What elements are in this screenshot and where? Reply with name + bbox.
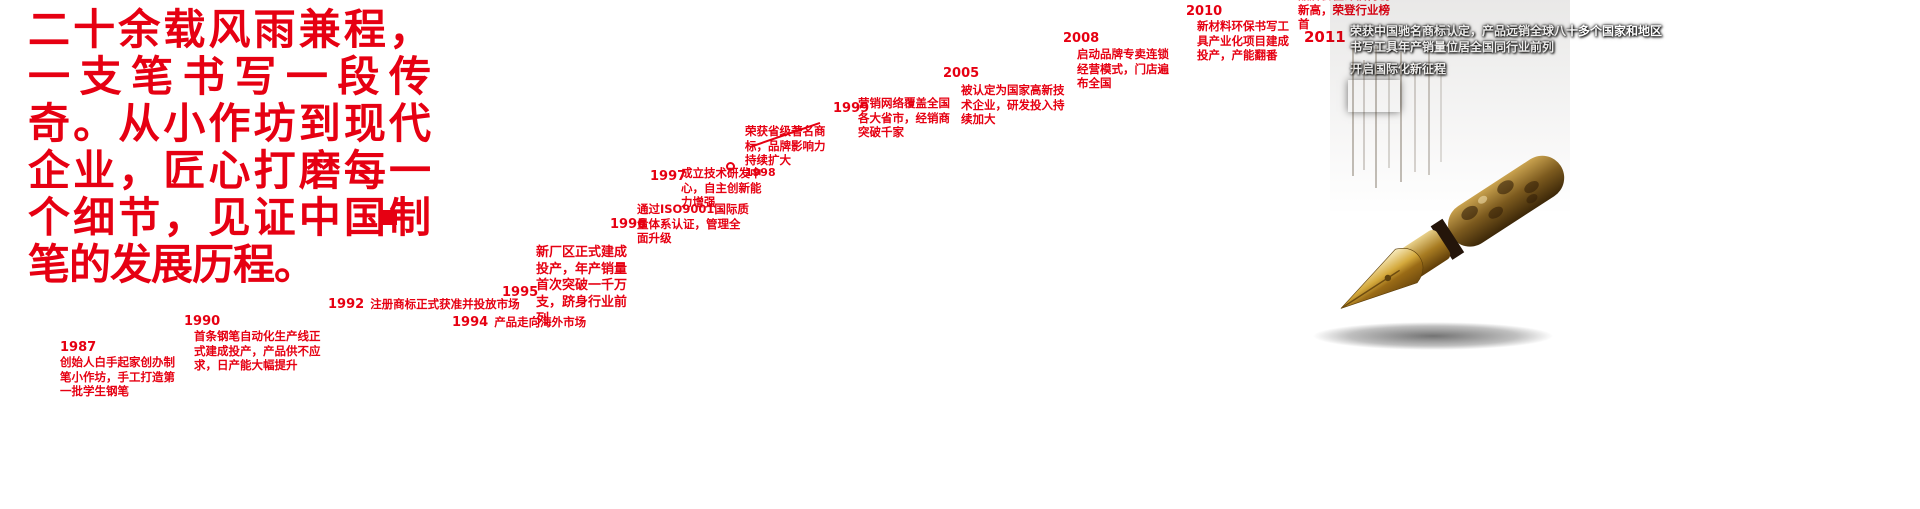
white-logo-block xyxy=(1348,80,1400,112)
timeline-step: 新厂区正式建成投产，年产销量首次突破一千万支，跻身行业前列 1995 xyxy=(502,245,642,327)
timeline-step: 1990 首条钢笔自动化生产线正式建成投产，产品供不应求，日产能大幅提升 xyxy=(184,314,322,373)
photo-streak xyxy=(1388,70,1390,168)
step-year-label: 1987 xyxy=(60,340,97,355)
step-description: 成立技术研发中心，自主创新能力增强 xyxy=(681,166,762,210)
timeline-step: 1992 注册商标正式获准并投放市场 xyxy=(328,297,520,312)
step-description: 注册商标正式获准并投放市场 xyxy=(370,297,520,311)
step-year-label: 2010 xyxy=(1186,4,1223,19)
step-year-label: 1992 xyxy=(328,297,365,312)
step-description: 启动品牌专卖连锁经营模式，门店遍布全国 xyxy=(1077,47,1169,91)
step-description: 被认定为国家高新技术企业，研发投入持续加大 xyxy=(961,83,1065,127)
timeline-step: 1997 成立技术研发中心，自主创新能力增强 xyxy=(650,166,765,209)
final-caption-line-2: 书写工具年产销量位居全国同行业前列 xyxy=(1350,40,1555,54)
photo-streak xyxy=(1414,64,1416,172)
intro-text: 二十余载风雨兼程，一支笔书写一段传奇。从小作坊到现代企业，匠心打磨每一个细节，见… xyxy=(28,5,431,290)
photo-streak xyxy=(1352,48,1354,176)
step-year-label: 2005 xyxy=(943,66,980,81)
step-description: 创始人白手起家创办制笔小作坊，手工打造第一批学生钢笔 xyxy=(60,355,175,399)
final-caption-subline: 开启国际化新征程 xyxy=(1350,62,1447,76)
timeline-step: 2010 新材料环保书写工具产业化项目建成投产，产能翻番 xyxy=(1186,4,1302,62)
timeline-step: 1999 营销网络覆盖全国各大省市，经销商突破千家 xyxy=(833,96,953,139)
step-year-label: 1999 xyxy=(833,101,870,116)
step-description: 营销网络覆盖全国各大省市，经销商突破千家 xyxy=(858,96,950,140)
timeline-step: 2008 启动品牌专卖连锁经营模式，门店遍布全国 xyxy=(1063,31,1181,90)
step-year-label: 1990 xyxy=(184,314,221,329)
timeline-step: 1996 通过ISO9001国际质量体系认证，管理全面升级 xyxy=(610,202,750,246)
pen-shadow xyxy=(1313,322,1553,350)
intro-seal xyxy=(382,210,397,225)
timeline-step: 1994 产品走向海外市场 xyxy=(452,315,586,330)
step-description: 首条钢笔自动化生产线正式建成投产，产品供不应求，日产能大幅提升 xyxy=(194,329,321,373)
pen-nib xyxy=(1340,248,1424,309)
timeline-step: 2005 被认定为国家高新技术企业，研发投入持续加大 xyxy=(943,66,1069,126)
fountain-pen-svg xyxy=(1313,155,1565,350)
step-description: 荣获省级著名商标，品牌影响力持续扩大 xyxy=(745,124,826,168)
step-description: 产品走向海外市场 xyxy=(494,315,587,329)
photo-streak xyxy=(1363,60,1365,170)
pen-ring xyxy=(1430,218,1465,260)
milestone-bullet-icon xyxy=(726,162,735,171)
fountain-pen-image xyxy=(1305,148,1567,358)
timeline-step: 荣获省级著名商标，品牌影响力持续扩大 1998 xyxy=(724,124,836,179)
step-year-label: 1994 xyxy=(452,315,489,330)
step-year-label: 1997 xyxy=(650,169,687,184)
pen-body xyxy=(1448,155,1565,247)
photo-streak xyxy=(1440,72,1442,162)
step-year-label: 1998 xyxy=(745,166,776,179)
clipped-step-description: 品牌价值评估再创新高，荣登行业榜首 xyxy=(1298,0,1390,32)
photo-streak xyxy=(1428,50,1430,175)
final-year-label: 2011 xyxy=(1304,28,1346,46)
photo-streak xyxy=(1400,52,1402,182)
step-description: 新厂区正式建成投产，年产销量首次突破一千万支，跻身行业前列 xyxy=(536,245,628,327)
step-year-label: 1996 xyxy=(610,217,647,232)
final-caption-line-1: 荣获中国驰名商标认定，产品远销全球八十多个国家和地区 xyxy=(1350,24,1663,38)
step-year-label: 1995 xyxy=(502,285,539,300)
step-year-label: 2008 xyxy=(1063,31,1100,46)
nib-breather-hole xyxy=(1384,274,1392,282)
step-description: 新材料环保书写工具产业化项目建成投产，产能翻番 xyxy=(1197,19,1289,63)
photo-streak xyxy=(1375,46,1377,188)
timeline-step: 1987 创始人白手起家创办制笔小作坊，手工打造第一批学生钢笔 xyxy=(60,340,178,399)
step-description: 通过ISO9001国际质量体系认证，管理全面升级 xyxy=(637,202,749,246)
